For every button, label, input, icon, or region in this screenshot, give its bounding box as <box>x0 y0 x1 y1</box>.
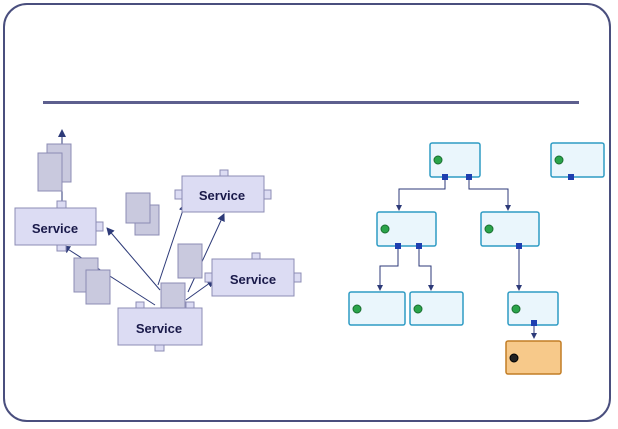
service-box-4[interactable]: Service <box>117 301 203 352</box>
component-port <box>568 174 574 180</box>
service-label-4: Service <box>136 321 182 336</box>
component-node-5[interactable] <box>348 291 406 326</box>
component-node-box <box>409 291 464 326</box>
component-port <box>395 243 401 249</box>
service-box-3[interactable]: Service <box>204 252 302 297</box>
service-box-1[interactable]: Service <box>14 200 104 252</box>
document-stack-middle <box>125 192 160 236</box>
document-stack-bottom-left <box>73 257 111 305</box>
service-label-3: Service <box>230 272 276 287</box>
component-node-1[interactable] <box>429 142 481 180</box>
component-node-box <box>550 142 605 178</box>
component-port <box>416 243 422 249</box>
globe-icon <box>554 155 564 165</box>
component-node-box <box>480 211 540 247</box>
component-node-box <box>505 340 562 375</box>
globe-icon <box>484 224 494 234</box>
component-node-box <box>348 291 406 326</box>
service-box-2[interactable]: Service <box>174 169 272 213</box>
globe-icon <box>433 155 443 165</box>
component-port <box>466 174 472 180</box>
arrow-to-service-2 <box>157 203 187 286</box>
tree-connectors <box>377 179 537 339</box>
arrow-to-service-1-right <box>106 227 161 291</box>
component-node-4[interactable] <box>480 211 540 249</box>
arrow-to-service-2-upper <box>187 213 225 293</box>
component-port <box>516 243 522 249</box>
arrow-to-service-3 <box>185 279 215 301</box>
component-node-8[interactable] <box>505 340 562 375</box>
component-node-6[interactable] <box>409 291 464 326</box>
globe-icon <box>413 304 423 314</box>
component-status-icon-dark <box>509 353 519 363</box>
component-port <box>442 174 448 180</box>
document-stack-top <box>37 143 72 192</box>
globe-icon <box>380 224 390 234</box>
document-stack-right <box>177 243 203 279</box>
component-node-3[interactable] <box>376 211 437 249</box>
component-node-7[interactable] <box>507 291 559 326</box>
component-node-box <box>429 142 481 178</box>
globe-icon <box>352 304 362 314</box>
service-label-2: Service <box>199 188 245 203</box>
globe-icon <box>511 304 521 314</box>
component-node-box <box>376 211 437 247</box>
service-label-1: Service <box>32 221 78 236</box>
component-port <box>531 320 537 326</box>
title-underline <box>43 101 579 104</box>
component-node-2[interactable] <box>550 142 605 180</box>
